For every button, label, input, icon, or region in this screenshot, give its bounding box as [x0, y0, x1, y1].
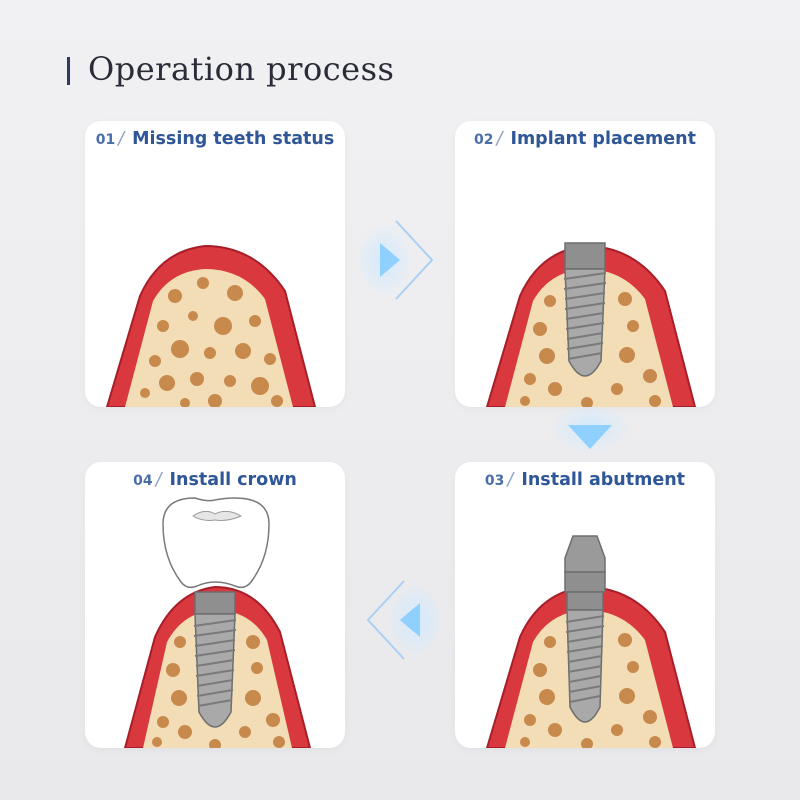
title-accent-bar	[67, 57, 70, 85]
implant-placement-illustration	[485, 242, 697, 407]
implant-screw	[565, 591, 605, 723]
crown	[162, 497, 270, 589]
implant-screw	[563, 242, 607, 377]
step-heading-3: 03/ Install abutment	[455, 470, 715, 490]
step-label-2: Implant placement	[510, 129, 696, 149]
abutment	[564, 535, 606, 593]
step-heading-4: 04/ Install crown	[85, 470, 345, 490]
step-number-3: 03	[484, 473, 505, 489]
step-card-2: 02/ Implant placement	[455, 121, 715, 407]
step-card-4: 04/ Install crown	[85, 462, 345, 748]
step-number-4: 04	[133, 473, 153, 489]
step-card-3: 03/ Install abutment	[455, 462, 715, 748]
step-label-4: Install crown	[169, 470, 297, 490]
step-separator-2: /	[496, 129, 503, 149]
arrow-right-icon	[360, 220, 434, 300]
step-separator-4: /	[155, 470, 162, 490]
arrow-down-icon	[550, 407, 630, 459]
jaw-bone-illustration	[105, 244, 317, 407]
step-separator-1: /	[118, 129, 125, 149]
step-label-3: Install abutment	[521, 470, 686, 490]
step-number-1: 01	[95, 132, 116, 148]
step-separator-3: /	[507, 470, 514, 490]
step-label-1: Missing teeth status	[132, 129, 335, 149]
arrow-left-icon	[366, 580, 440, 660]
step-number-2: 02	[474, 132, 494, 148]
step-heading-1: 01/ Missing teeth status	[85, 129, 345, 149]
implant-screw	[193, 591, 237, 728]
step-heading-2: 02/ Implant placement	[455, 129, 715, 149]
crown-illustration	[123, 497, 312, 748]
step-card-1: 01/ Missing teeth status	[85, 121, 345, 407]
page-title: Operation process	[88, 50, 395, 88]
abutment-illustration	[485, 535, 697, 748]
